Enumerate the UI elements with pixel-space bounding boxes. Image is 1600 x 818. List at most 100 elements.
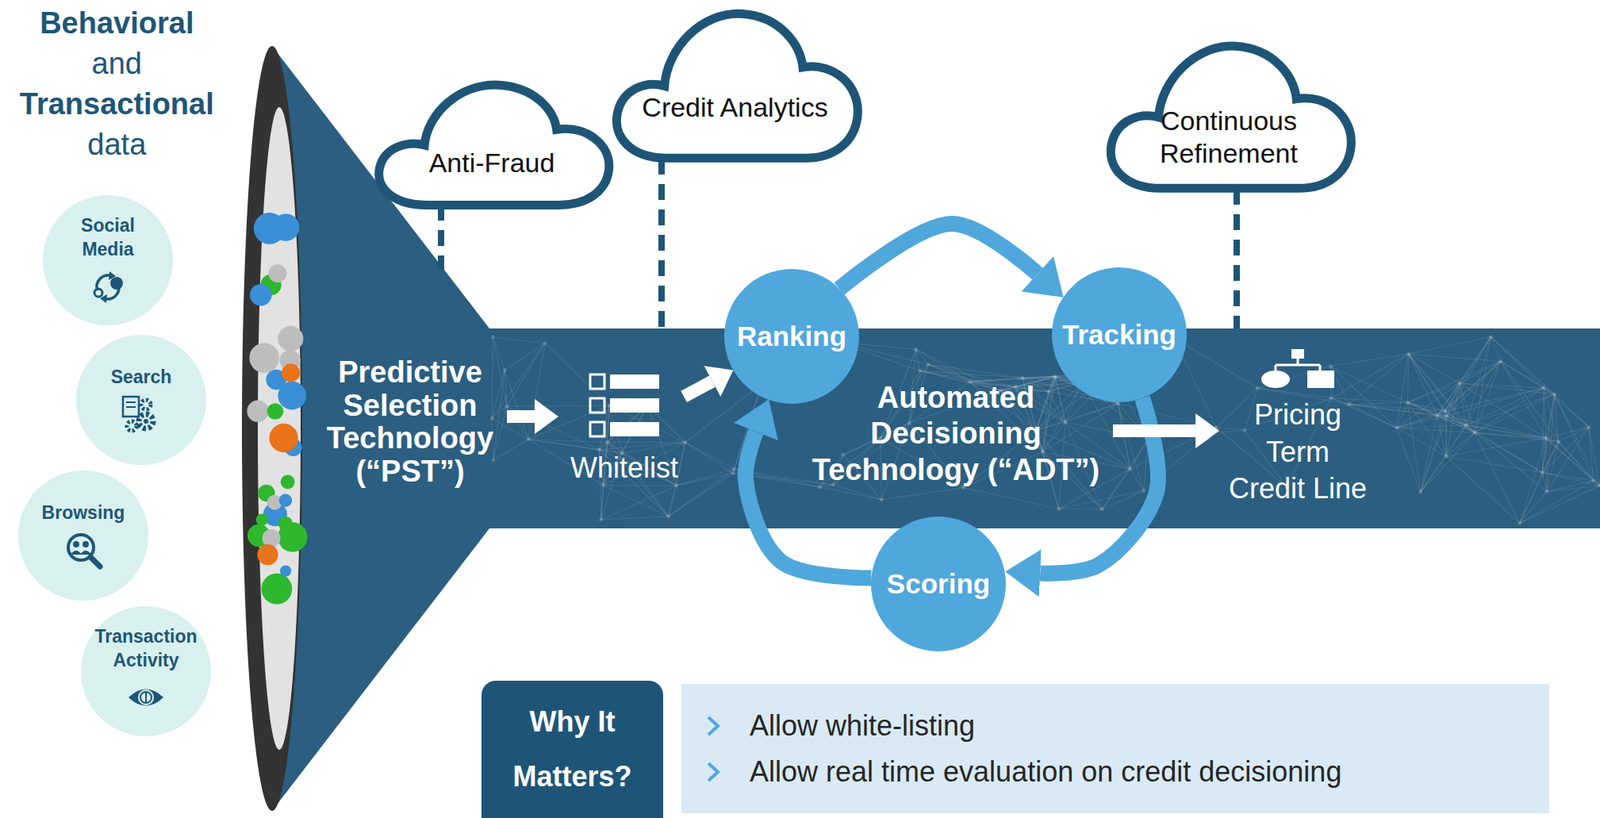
- decor-polyline: [708, 763, 718, 781]
- decor-circle: [1062, 420, 1067, 425]
- node-text: Anti-Fraud: [429, 146, 556, 180]
- decor-circle: [1544, 489, 1549, 494]
- decor-circle: [1488, 334, 1493, 339]
- decor-circle: [281, 363, 300, 382]
- decor-svg: [705, 713, 723, 738]
- decor-circle: [1543, 435, 1548, 440]
- decor-line: [1554, 394, 1594, 481]
- process-circle: Tracking: [1051, 267, 1187, 403]
- decor-line: [1420, 415, 1447, 492]
- node-text: Browsing: [38, 501, 130, 526]
- decor-circle: [598, 517, 603, 522]
- decor-line: [1546, 394, 1555, 492]
- decor-line: [1130, 468, 1144, 491]
- decor-line: [491, 337, 493, 419]
- band-label: Predictive Selection Technology (“PST”): [319, 269, 501, 529]
- node-text: Whitelist: [570, 451, 679, 485]
- funnel-rim: [241, 46, 303, 811]
- decor-line: [126, 406, 136, 408]
- node-icon: [88, 266, 128, 307]
- decor-circle: [961, 485, 966, 490]
- decor-circle: [1405, 400, 1410, 405]
- node-text: Social Media: [71, 214, 145, 262]
- decor-line: [1446, 432, 1475, 457]
- decor-line: [1558, 426, 1589, 442]
- decor-circle: [1498, 359, 1503, 364]
- decor-circle: [280, 475, 296, 490]
- node-text: Allow real time evaluation on credit dec…: [749, 755, 1342, 789]
- decor-circle: [1597, 483, 1600, 488]
- decor-line: [1446, 456, 1543, 473]
- decor-line: [1330, 365, 1408, 403]
- node-text: Transaction Activity: [91, 625, 201, 673]
- decor-line: [1101, 468, 1130, 510]
- decor-rect: [610, 422, 660, 437]
- decor-line: [528, 439, 622, 453]
- decor-path: [616, 13, 858, 158]
- data-dots: [246, 212, 307, 605]
- decor-circle: [732, 467, 737, 472]
- decor-line: [544, 342, 610, 405]
- diagram-title: Behavioral and Transactional data: [15, 3, 219, 165]
- flow-arrow: [506, 410, 535, 423]
- decor-line: [1546, 426, 1589, 492]
- decor-line: [1543, 387, 1558, 442]
- decor-line: [1459, 383, 1466, 426]
- network-texture: [490, 334, 1600, 526]
- decor-circle: [879, 497, 884, 502]
- decor-circle: [605, 440, 610, 445]
- decor-svg: [587, 372, 661, 439]
- decor-line: [1101, 438, 1148, 510]
- decor-circle: [1054, 375, 1059, 380]
- decor-circle: [143, 418, 149, 424]
- decor-circle: [502, 368, 507, 373]
- decor-circle: [1552, 391, 1557, 396]
- decor-line: [493, 369, 505, 461]
- decor-line: [1408, 353, 1460, 384]
- decor-ellipse: [1261, 370, 1290, 388]
- decor-circle: [674, 483, 679, 488]
- decor-polyline: [708, 717, 718, 735]
- node-text: Predictive Selection Technology (“PST”): [319, 356, 501, 489]
- decor-line: [1446, 336, 1491, 416]
- decor-circle: [253, 212, 286, 245]
- decor-circle: [926, 362, 931, 367]
- decor-line: [492, 337, 507, 407]
- decor-circle: [1435, 414, 1439, 419]
- decor-line: [1474, 432, 1520, 523]
- decor-circle: [1586, 425, 1591, 430]
- decor-svg: [367, 76, 617, 210]
- decor-circle: [256, 514, 269, 526]
- decor-line: [1446, 360, 1501, 416]
- decor-line: [1546, 480, 1594, 492]
- decor-svg: [88, 266, 128, 307]
- node-icon: [120, 394, 162, 434]
- decor-circle: [267, 402, 284, 420]
- cloud-box: Credit Analytics: [604, 3, 866, 164]
- decor-svg: [705, 759, 723, 784]
- flow-arrow: [683, 381, 713, 397]
- title-word: Behavioral: [39, 6, 194, 40]
- decor-line: [1408, 336, 1492, 354]
- decor-line: [1446, 437, 1547, 457]
- decor-line: [1554, 394, 1600, 486]
- decor-line: [607, 441, 686, 443]
- decor-circle: [1141, 488, 1146, 493]
- decor-line: [601, 485, 677, 520]
- decor-line: [1546, 437, 1547, 492]
- decor-circle: [138, 414, 154, 429]
- decor-svg: [63, 529, 104, 570]
- decor-line: [881, 487, 964, 500]
- decor-svg: [120, 394, 162, 434]
- data-band: [489, 328, 1600, 529]
- decor-line: [1396, 415, 1447, 428]
- decor-line: [1348, 402, 1408, 404]
- decor-circle: [490, 416, 495, 421]
- decor-line: [1543, 387, 1589, 427]
- decor-rect: [1291, 349, 1305, 359]
- source-circle: Browsing: [18, 470, 149, 601]
- decor-circle: [666, 514, 671, 518]
- decor-rect: [610, 374, 660, 389]
- decor-circle: [246, 400, 269, 423]
- decor-line: [145, 691, 147, 703]
